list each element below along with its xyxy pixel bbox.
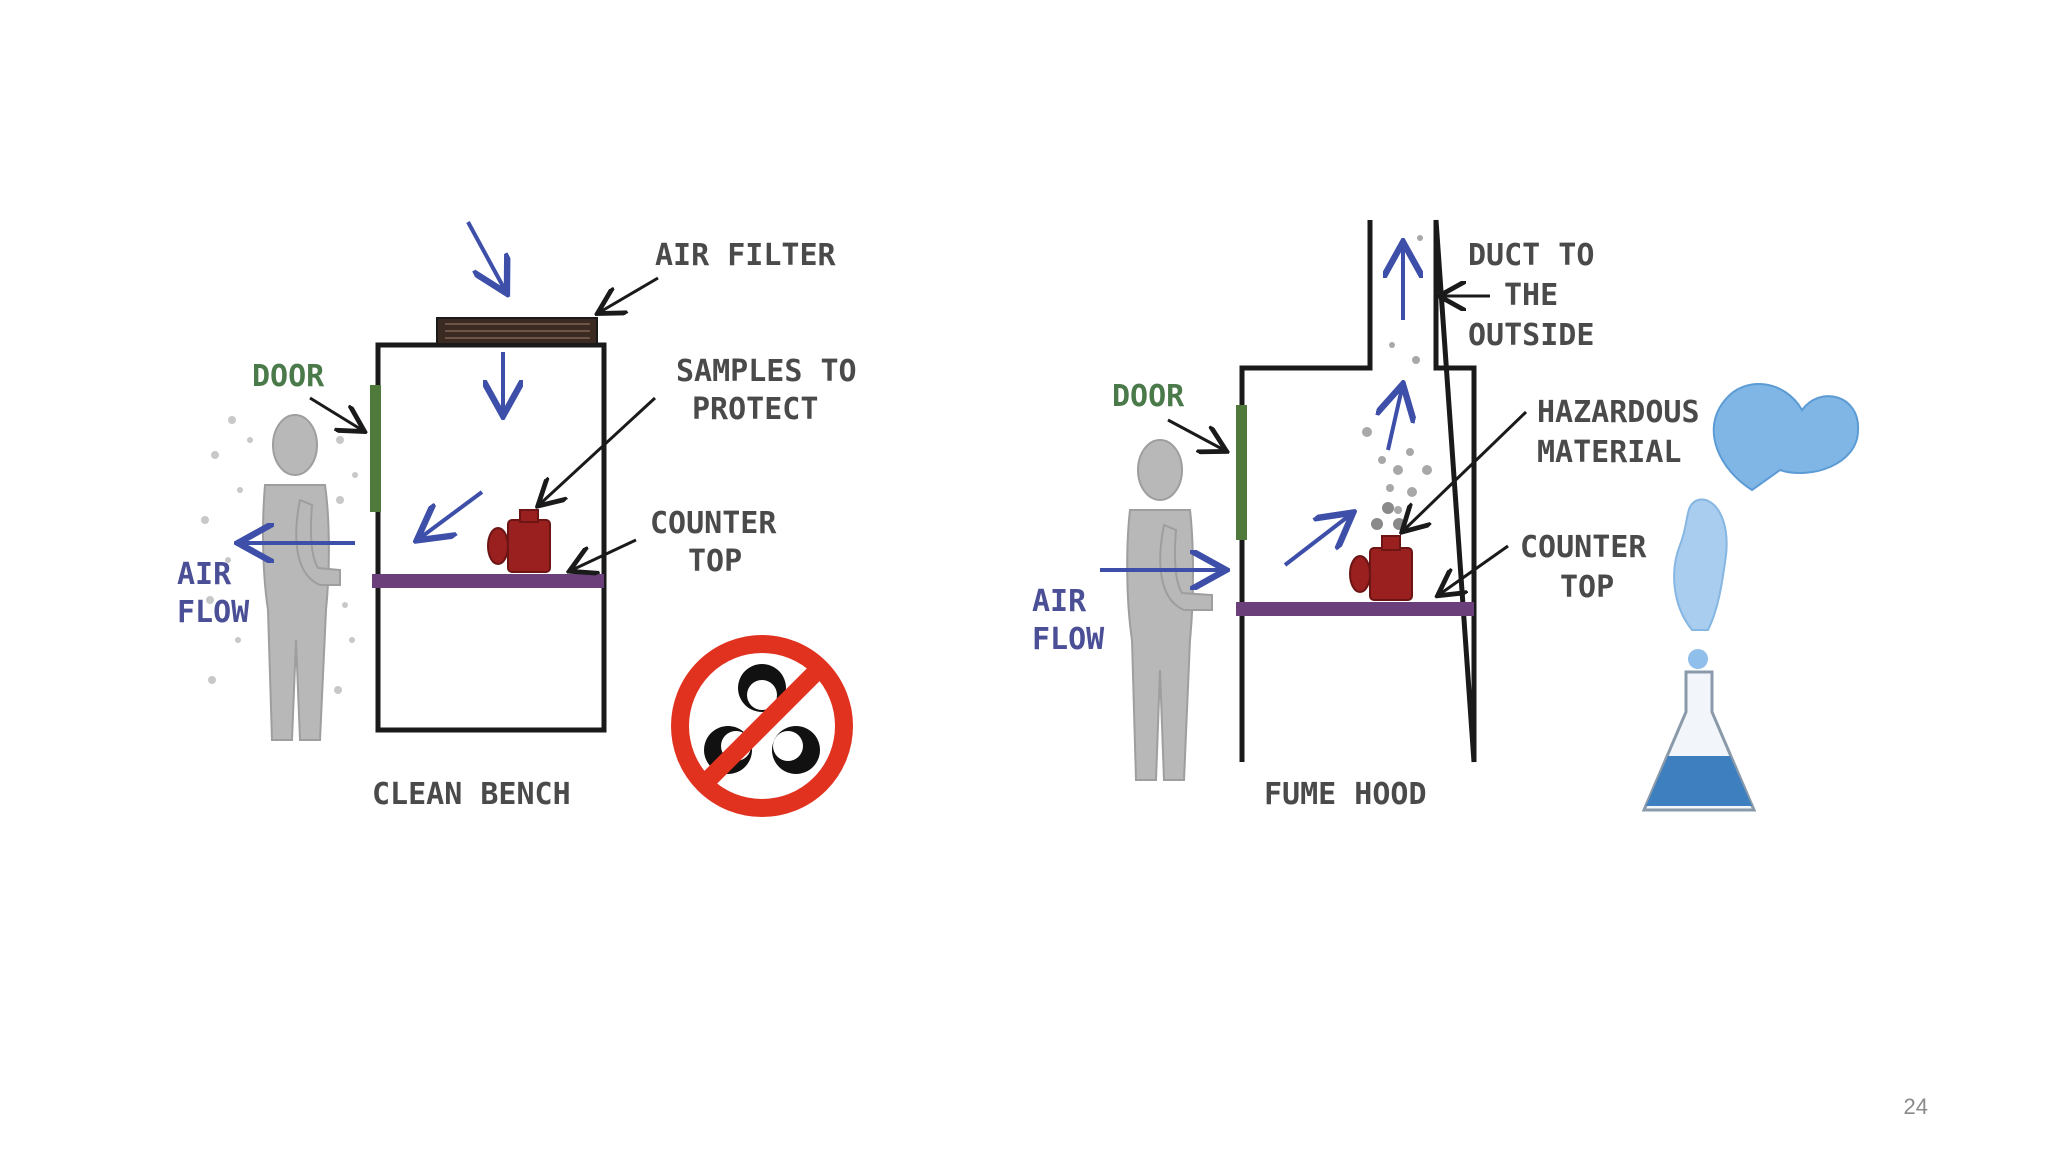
airflow-diagonal-arrow <box>420 490 484 538</box>
no-biohazard-icon <box>671 635 853 817</box>
clean-bench-counter <box>372 574 604 588</box>
airflow-label-line1-2: AIR <box>1032 584 1087 619</box>
sample-object <box>487 509 551 573</box>
fume-particles <box>1362 235 1432 514</box>
air-filter-pointer-arrow <box>600 276 659 312</box>
counter-label-line1: COUNTER <box>650 506 777 541</box>
airflow-in-arrow <box>466 221 505 290</box>
clean-bench-panel: AIR FLOW DOOR AIR FILTER <box>177 221 857 817</box>
hazardous-sample <box>1349 535 1413 601</box>
samples-label-line2: PROTECT <box>692 392 818 427</box>
person-figure-2 <box>1126 439 1213 781</box>
duct-label-line3: OUTSIDE <box>1468 318 1594 353</box>
door-pointer-arrow <box>309 396 362 430</box>
hazard-label-line1: HAZARDOUS <box>1537 395 1700 430</box>
fume-hood-title: FUME HOOD <box>1264 777 1427 812</box>
flask-fumes-icon <box>1641 383 1860 812</box>
clean-bench-door <box>370 385 381 512</box>
duct-label-line1: DUCT TO <box>1468 238 1594 273</box>
duct-label-line2: THE <box>1504 278 1558 313</box>
samples-label-line1: SAMPLES TO <box>676 354 857 389</box>
door-label-2: DOOR <box>1112 379 1185 414</box>
air-filter-label: AIR FILTER <box>655 238 837 273</box>
fume-hood-panel: AIR FLOW DOOR <box>1032 219 1860 812</box>
fume-hood-counter <box>1236 602 1474 616</box>
counter-label-line2: TOP <box>688 544 742 579</box>
counter-pointer-arrow <box>572 538 637 570</box>
page-number: 24 <box>1903 1094 1928 1119</box>
clean-bench-title: CLEAN BENCH <box>372 777 571 812</box>
hazard-pointer-arrow <box>1404 410 1528 530</box>
counter-pointer-arrow-2 <box>1440 544 1509 594</box>
airflow-label-line1: AIR <box>177 557 232 592</box>
hazard-label-line2: MATERIAL <box>1537 435 1682 470</box>
airflow-label-line2-2: FLOW <box>1032 622 1105 657</box>
door-label: DOOR <box>252 359 325 394</box>
door-pointer-arrow-2 <box>1167 418 1224 450</box>
fume-hood-cabinet <box>1239 219 1477 763</box>
hazard-mini-icon <box>1371 502 1405 530</box>
fume-hood-door <box>1236 405 1247 540</box>
person-figure <box>262 414 341 741</box>
airflow-label-line2: FLOW <box>177 595 250 630</box>
airflow-up-arrow-1 <box>1283 515 1350 567</box>
samples-pointer-arrow <box>540 396 657 504</box>
counter-label-line2-2: TOP <box>1560 570 1614 605</box>
airflow-up-arrow-2 <box>1388 388 1402 451</box>
aerosol-particles <box>201 416 358 694</box>
counter-label-line1-2: COUNTER <box>1520 530 1647 565</box>
